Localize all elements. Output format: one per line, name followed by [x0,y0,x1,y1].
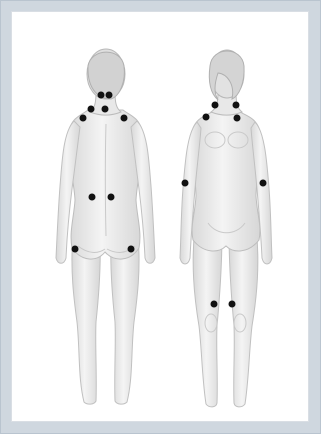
supraspinatus-left [88,106,95,113]
gluteal-right [108,194,115,201]
second-rib-left [203,114,210,121]
occiput-right [106,92,113,99]
back-view-figure [56,49,155,404]
gluteal-left [89,194,96,201]
low-cervical-left [212,102,219,109]
lateral-epicondyle-right [260,180,267,187]
second-rib-right [234,115,241,122]
front-view-figure [180,50,272,407]
supraspinatus-right [102,106,109,113]
back-right-leg [111,235,139,404]
knee-right [229,301,236,308]
lateral-epicondyle-left [182,180,189,187]
low-cervical-right [233,102,240,109]
upper-trapezius-left [80,115,87,122]
greater-trochanter-left [72,246,79,253]
back-left-leg [72,235,100,404]
upper-trapezius-right [121,115,128,122]
front-torso [191,111,260,251]
knee-left [211,301,218,308]
occiput-left [98,92,105,99]
greater-trochanter-right [128,246,135,253]
